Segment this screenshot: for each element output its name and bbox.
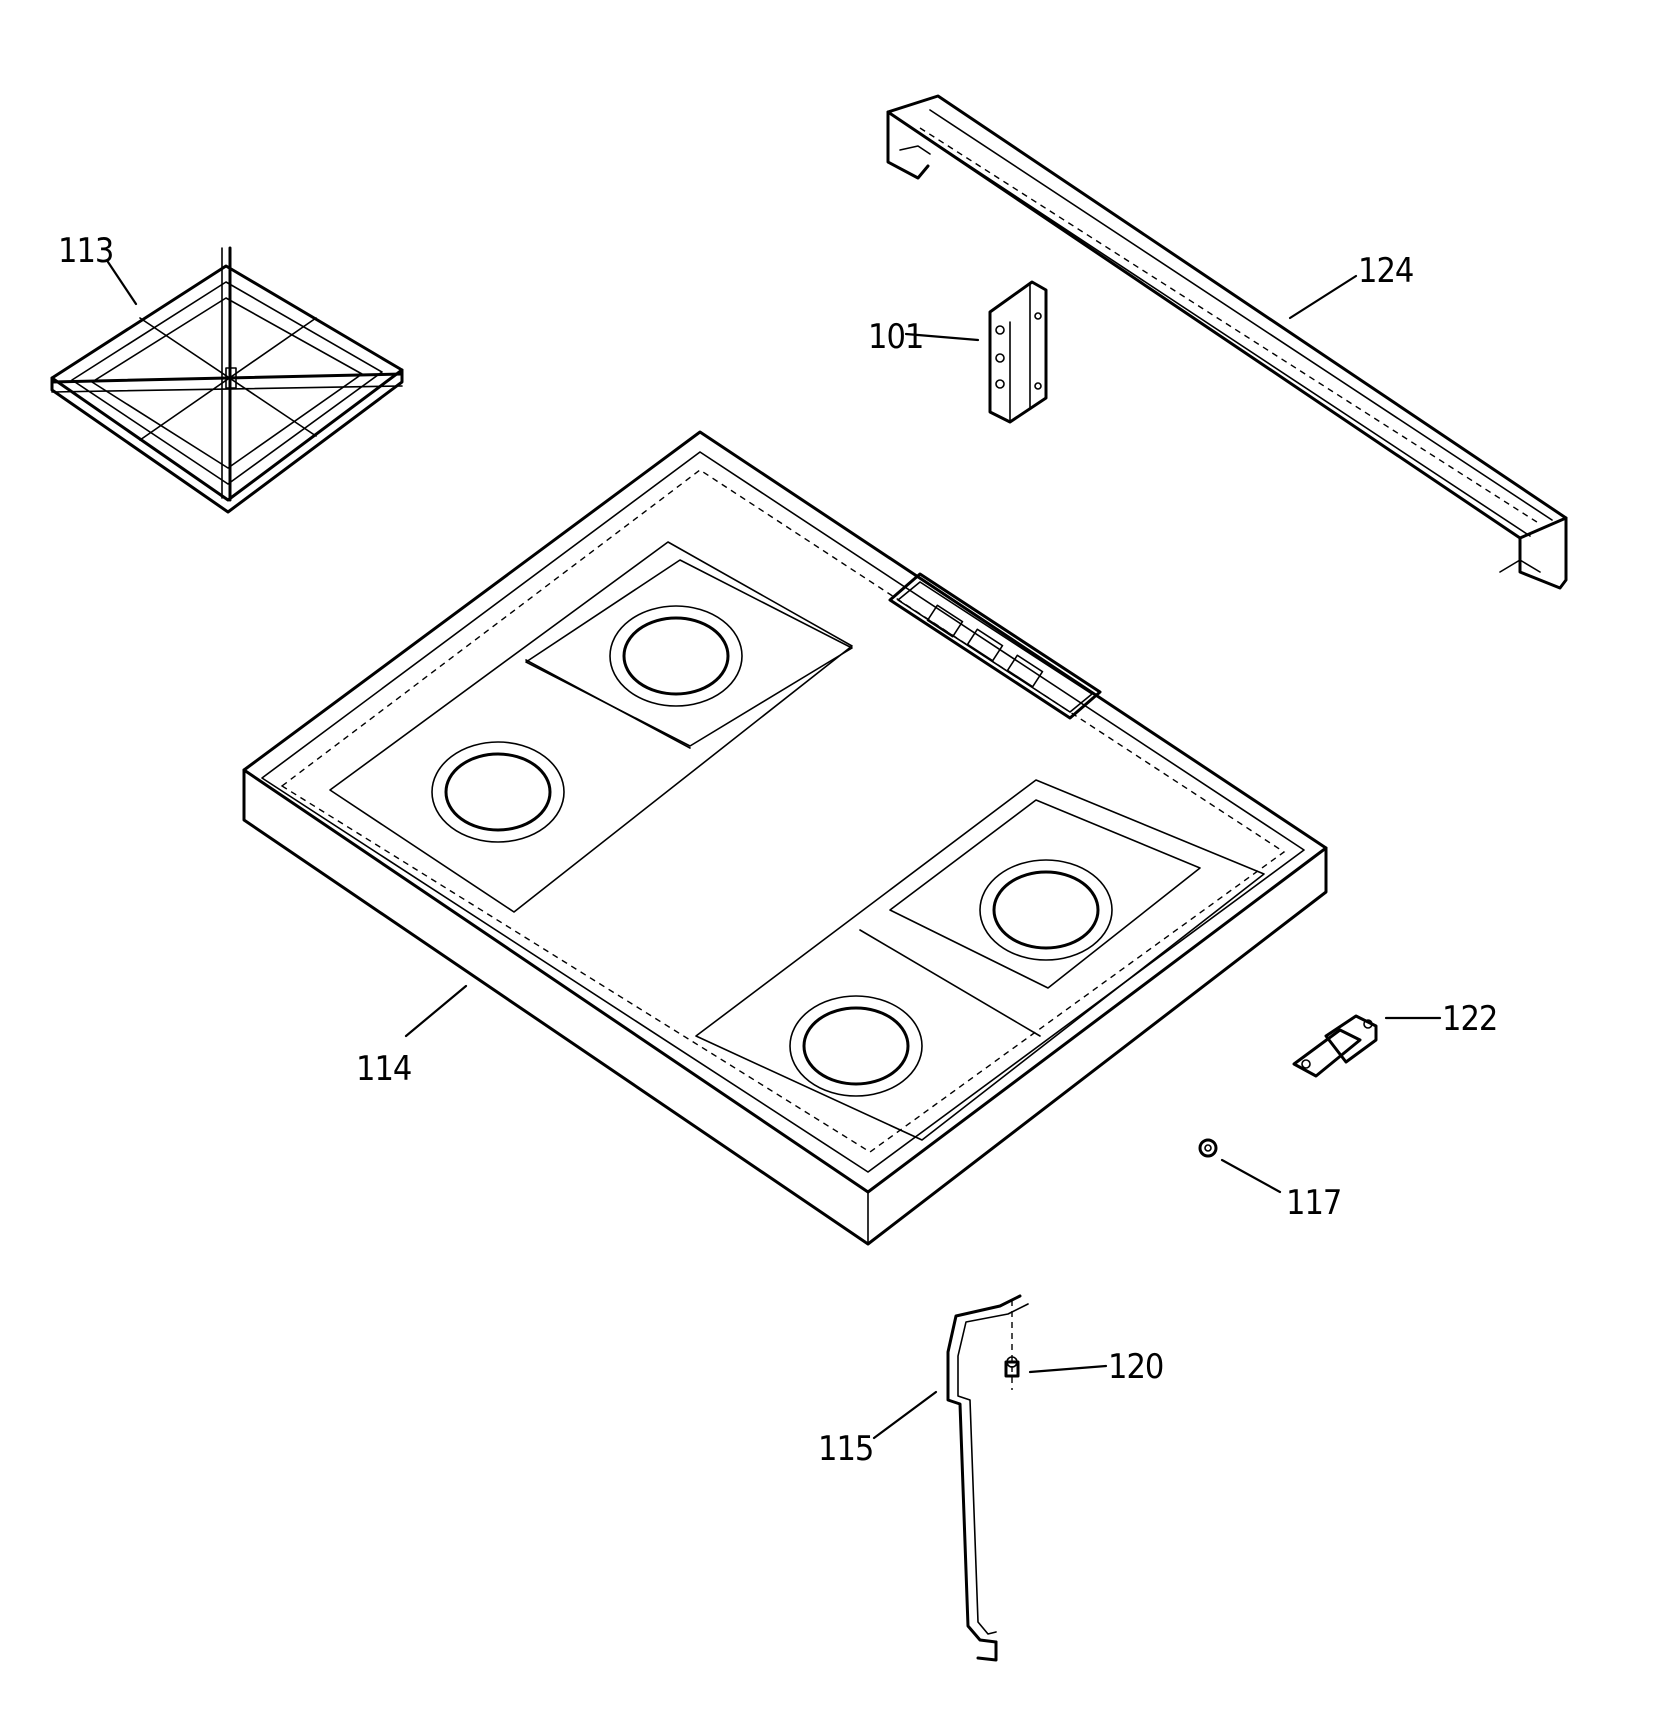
callout-122: 122 <box>1442 999 1497 1039</box>
cooktop-icon <box>242 430 1328 1246</box>
nut-icon <box>1198 1138 1218 1158</box>
leader-lines <box>106 260 1442 1440</box>
callout-113: 113 <box>58 231 113 271</box>
callout-117: 117 <box>1286 1183 1341 1223</box>
trim-bar-icon <box>886 94 1568 590</box>
callout-115: 115 <box>818 1429 873 1469</box>
callout-114: 114 <box>356 1049 411 1089</box>
support-rod-icon <box>946 1294 1029 1662</box>
bracket-icon <box>988 280 1048 424</box>
callout-120: 120 <box>1108 1347 1163 1387</box>
grate-icon <box>50 246 404 514</box>
screw-icon <box>1004 1300 1020 1390</box>
switch-bracket-icon <box>1292 1014 1378 1078</box>
callout-101: 101 <box>868 317 923 357</box>
callout-124: 124 <box>1358 251 1413 291</box>
